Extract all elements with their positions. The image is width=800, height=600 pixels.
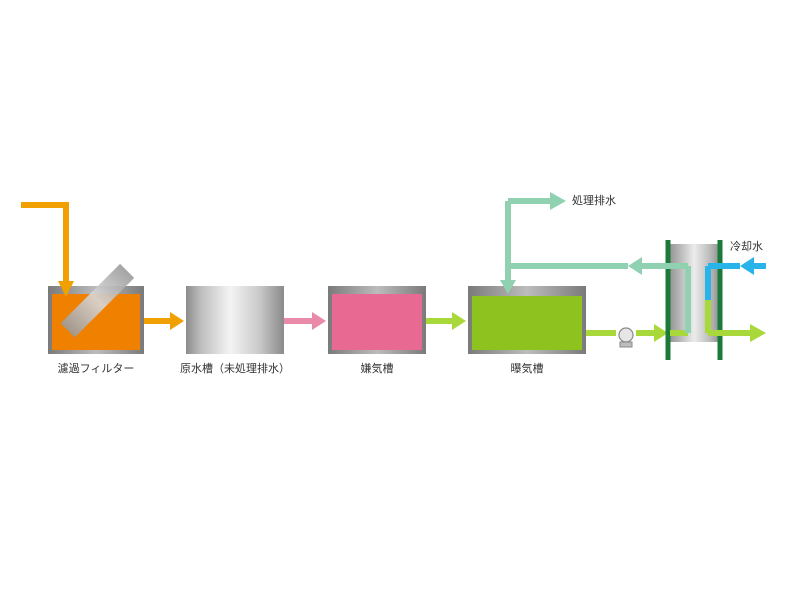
raw-tank-label: 原水槽（未処理排水） (180, 362, 290, 375)
raw-water-tank-body (186, 286, 284, 354)
flow-filter-to-raw (144, 312, 184, 330)
cooling-water-label: 冷却水 (730, 240, 763, 253)
flow-arrow-icon (628, 257, 642, 275)
raw-water-tank (186, 286, 284, 354)
heat-exchanger (665, 240, 723, 360)
flow-cooling-water-in (705, 257, 766, 333)
pump-icon (618, 327, 634, 348)
flow-arrow-icon (740, 257, 754, 275)
flow-anaerobic-to-aeration (426, 312, 466, 330)
treated-water-label: 処理排水 (572, 194, 616, 207)
inflow-arrow-icon (58, 281, 74, 297)
flow-treated-water (505, 192, 566, 266)
heat-exchanger-body (668, 244, 720, 342)
filter-label: 濾過フィルター (57, 362, 135, 375)
flow-arrow-icon (312, 312, 326, 330)
aeration-tank-label: 曝気槽 (510, 362, 544, 375)
flow-through-exchanger (670, 266, 691, 336)
flow-arrow-icon (452, 312, 466, 330)
flow-arrow-icon (500, 280, 516, 294)
flow-arrow-icon (654, 324, 668, 342)
flow-arrow-icon (170, 312, 184, 330)
aeration-tank (468, 286, 586, 354)
anaerobic-tank-fill (332, 294, 422, 350)
flow-return-line (500, 257, 688, 294)
flow-raw-to-anaerobic (284, 312, 326, 330)
anaerobic-tank (328, 286, 426, 354)
aeration-tank-fill (472, 296, 582, 350)
filter-element-bar (60, 263, 135, 338)
flow-aeration-to-exchanger (586, 324, 668, 342)
flow-cooling-water-out (708, 324, 766, 342)
flow-arrow-icon (550, 192, 566, 210)
flow-arrow-icon (750, 324, 766, 342)
filter-element (60, 263, 135, 338)
anaerobic-tank-label: 嫌気槽 (360, 362, 394, 375)
inflow-pipe (21, 202, 74, 297)
